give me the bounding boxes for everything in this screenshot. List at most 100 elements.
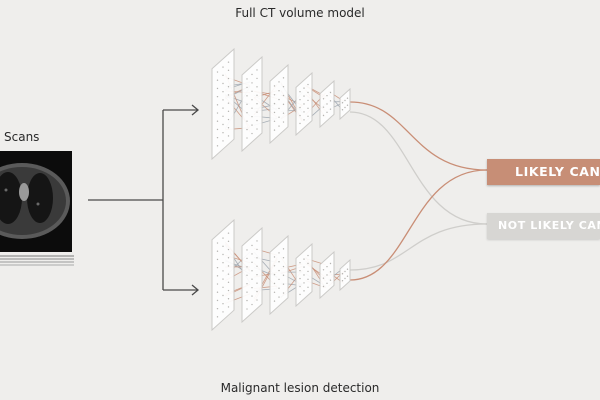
neuron-dot <box>329 91 332 94</box>
neuron-dot <box>251 99 253 101</box>
neuron-dot <box>282 94 285 97</box>
neuron-dot <box>256 77 258 80</box>
neuron-dot <box>256 299 258 301</box>
neuron-dot <box>307 91 309 94</box>
neuron-dot <box>216 316 219 318</box>
neuron-dot <box>282 283 285 285</box>
neuron-dot <box>282 292 285 294</box>
neuron-dot <box>251 82 253 84</box>
neuron-dot <box>256 119 258 122</box>
neuron-dot <box>282 103 285 106</box>
neuron-dot <box>299 114 301 117</box>
neuron-dot <box>251 244 253 247</box>
neuron-dot <box>278 107 280 110</box>
neuron-dot <box>344 277 346 280</box>
neuron-dot <box>278 98 280 101</box>
neuron-dot <box>256 86 258 88</box>
neuron-dot <box>251 124 253 126</box>
network-layer <box>241 226 263 324</box>
neuron-dot <box>303 282 305 284</box>
neuron-dot <box>326 94 328 97</box>
network-layer <box>211 47 235 161</box>
neuron-dot <box>329 271 332 273</box>
neuron-dot <box>256 257 258 259</box>
neuron-dot <box>299 106 301 109</box>
neuron-dot <box>256 265 258 267</box>
neuron-dot <box>251 115 253 118</box>
neuron-dot <box>222 107 224 109</box>
output-paths <box>349 101 488 281</box>
neuron-dot <box>256 290 258 293</box>
neuron-dot <box>322 269 325 271</box>
neuron-dot <box>246 291 248 293</box>
neuron-dot <box>278 296 280 298</box>
neuron-dot <box>273 94 276 96</box>
neuron-dot <box>216 79 219 81</box>
neuron-dot <box>303 274 305 276</box>
neuron-dot <box>222 270 224 272</box>
neuron-dot <box>341 102 344 104</box>
neuron-dot <box>246 308 248 310</box>
neuron-dot <box>227 61 230 63</box>
neuron-dot <box>222 294 224 297</box>
neuron-dot <box>227 298 230 300</box>
neuron-dot <box>246 266 248 268</box>
neuron-dot <box>282 86 285 88</box>
neuron-dot <box>246 274 248 276</box>
neuron-dot <box>329 100 332 102</box>
neuron-dot <box>326 103 328 105</box>
neuron-dot <box>227 127 230 129</box>
neuron-dot <box>256 111 258 113</box>
neuron-dot <box>273 85 276 87</box>
neuron-dot <box>256 103 258 105</box>
neuron-dot <box>251 132 253 135</box>
neuron-dot <box>307 286 309 288</box>
neuron-dot <box>246 128 248 131</box>
neuron-dot <box>273 282 276 285</box>
neuron-dot <box>246 283 248 285</box>
neuron-dot <box>273 129 276 131</box>
neuron-dot <box>329 262 332 265</box>
neuron-dot <box>216 145 219 147</box>
neuron-dot <box>227 273 230 275</box>
neuron-dot <box>329 279 332 281</box>
ct-scan-stack-icon <box>0 151 74 266</box>
neuron-dot <box>251 107 253 109</box>
neuron-dot <box>344 106 346 109</box>
neuron-dot <box>307 262 309 265</box>
scans-label: Scans <box>4 130 40 144</box>
neuron-dot <box>273 300 276 302</box>
neuron-dot <box>216 71 219 73</box>
neuron-dot <box>278 261 280 263</box>
neuron-dot <box>307 278 309 281</box>
neuron-dot <box>216 283 219 285</box>
neuron-dot <box>322 106 325 108</box>
neuron-dot <box>278 287 280 289</box>
neuron-dot <box>222 99 224 101</box>
neuron-dot <box>303 258 305 260</box>
neuron-dot <box>251 253 253 255</box>
neuron-dot <box>299 98 301 101</box>
network-layer <box>339 87 351 121</box>
neuron-dot <box>299 122 301 125</box>
neuron-dot <box>278 269 280 272</box>
neuron-dot <box>341 280 344 282</box>
network-layer <box>241 55 263 153</box>
neuron-dot <box>227 77 230 80</box>
neuron-dot <box>222 311 224 313</box>
neuron-dot <box>341 109 344 111</box>
neuron-dot <box>326 111 328 114</box>
neuron-dot <box>251 295 253 297</box>
neuron-dot <box>222 237 224 239</box>
neuron-dot <box>278 125 280 127</box>
network-layer <box>339 258 351 292</box>
neuron-dot <box>227 110 230 113</box>
neuron-dot <box>216 266 219 269</box>
malignant-lesion-detection-label: Malignant lesion detection <box>220 381 380 395</box>
neuron-dot <box>299 277 301 280</box>
neuron-dot <box>222 82 224 85</box>
neuron-dot <box>222 262 224 264</box>
neuron-dot <box>326 282 328 285</box>
neuron-dot <box>282 77 285 79</box>
not-likely-cancer-output: NOT LIKELY CANC <box>487 213 600 239</box>
